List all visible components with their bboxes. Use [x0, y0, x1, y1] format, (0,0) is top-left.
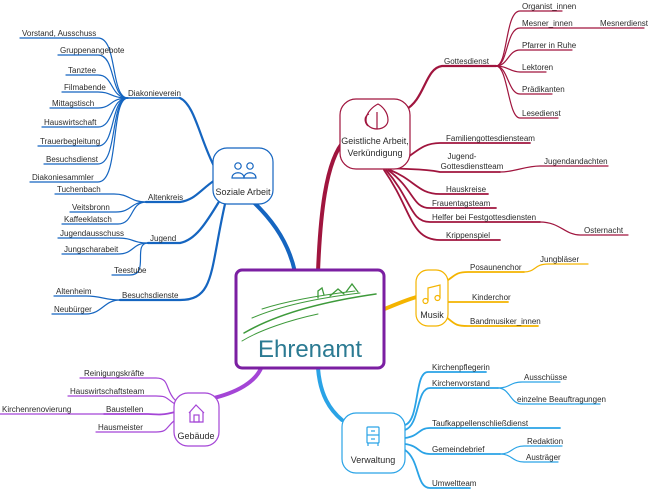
central-title: Ehrenamt	[258, 336, 362, 363]
list-item: Jugendausschuss	[60, 229, 124, 238]
list-item: Neubürger	[54, 305, 92, 314]
verwaltung-label: Verwaltung	[351, 455, 396, 465]
list-item: Ausschüsse	[524, 373, 568, 382]
list-item: Taufkappellenschließdienst	[432, 419, 529, 428]
list-item: Lektoren	[522, 63, 553, 72]
soziale-arbeit-node[interactable]: Soziale Arbeit	[212, 147, 274, 205]
gebaeude-node[interactable]: Gebäude	[173, 392, 220, 447]
gebaeude-label: Gebäude	[177, 431, 214, 441]
list-item: Trauerbegleitung	[40, 137, 100, 146]
list-item: Hauskreise	[446, 185, 487, 194]
list-item: Organist_innen	[522, 2, 576, 11]
church-logo-icon	[241, 282, 377, 342]
list-item: Gottesdienstteam	[441, 162, 504, 171]
list-item: Kinderchor	[472, 293, 511, 302]
gottesdienst-label: Gottesdienst	[444, 57, 490, 66]
list-item: Tuchenbach	[57, 185, 101, 194]
list-item: Teestube	[114, 266, 147, 275]
list-item: Diakoniesammler	[32, 173, 94, 182]
list-item: Besuchsdienst	[46, 155, 99, 164]
verwaltung-labels: Kirchenpflegerin Kirchenvorstand Ausschü…	[432, 363, 606, 488]
geistliche-labels: Gottesdienst Organist_innen Mesner_innen…	[432, 2, 649, 240]
list-item: Kaffeeklatsch	[64, 215, 112, 224]
leaf-icon	[364, 103, 389, 130]
list-item: Umweltteam	[432, 479, 477, 488]
list-item: Mittagstisch	[52, 99, 94, 108]
list-item: Jugendandachten	[544, 157, 608, 166]
jugend-label: Jugend	[150, 234, 176, 243]
list-item: Frauentagsteam	[432, 199, 491, 208]
cabinet-icon	[366, 426, 380, 446]
list-item: Hausmeister	[98, 423, 143, 432]
list-item: Jungbläser	[540, 255, 579, 264]
list-item: Gemeindebrief	[432, 445, 485, 454]
list-item: einzelne Beauftragungen	[517, 395, 606, 404]
list-item: Filmabende	[64, 83, 106, 92]
list-item: Hauswirtschaft	[44, 118, 97, 127]
list-item: Jugend-	[448, 152, 477, 161]
list-item: Kirchenvorstand	[432, 379, 490, 388]
geistliche-arbeit-label-2: Verkündigung	[347, 148, 402, 158]
altenkreis-label: Altenkreis	[148, 193, 183, 202]
list-item: Prädikanten	[522, 85, 565, 94]
list-item: Posaunenchor	[470, 263, 522, 272]
verwaltung-node[interactable]: Verwaltung	[341, 412, 406, 474]
branch-soziale-arbeit	[19, 37, 297, 315]
list-item: Osternacht	[584, 226, 624, 235]
list-item: Redaktion	[527, 437, 563, 446]
list-item: Pfarrer in Ruhe	[522, 41, 577, 50]
soziale-arbeit-label: Soziale Arbeit	[215, 187, 271, 197]
list-item: Austräger	[526, 453, 561, 462]
besuchsdienste-label: Besuchsdienste	[122, 291, 179, 300]
soziale-labels: Diakonieverein Vorstand, Ausschuss Grupp…	[22, 29, 183, 314]
list-item: Veitsbronn	[72, 203, 110, 212]
gebaeude-labels: Reinigungskräfte Hauswirtschaftsteam Bau…	[2, 369, 145, 432]
geistliche-arbeit-label-1: Geistliche Arbeit,	[341, 136, 409, 146]
list-item: Altenheim	[56, 287, 92, 296]
list-item: Krippenspiel	[446, 231, 490, 240]
musik-label: Musik	[420, 310, 444, 320]
central-node[interactable]: Ehrenamt	[234, 268, 386, 370]
list-item: Mesner_innen	[522, 19, 573, 28]
list-item: Jungscharabeit	[64, 245, 119, 254]
list-item: Vorstand, Ausschuss	[22, 29, 96, 38]
list-item: Hauswirtschaftsteam	[70, 387, 145, 396]
diakonieverein-label: Diakonieverein	[128, 89, 181, 98]
list-item: Reinigungskräfte	[84, 369, 145, 378]
list-item: Kirchenrenovierung	[2, 405, 71, 414]
branch-verwaltung	[316, 366, 601, 489]
list-item: Lesedienst	[522, 109, 561, 118]
list-item: Bandmusiker_innen	[470, 317, 541, 326]
geistliche-arbeit-node[interactable]: Geistliche Arbeit, Verkündigung	[339, 98, 411, 170]
list-item: Familiengottesdiensteam	[446, 134, 535, 143]
musik-node[interactable]: Musik	[415, 269, 449, 327]
list-item: Tanztee	[68, 66, 97, 75]
musik-labels: Posaunenchor Jungbläser Kinderchor Bandm…	[470, 255, 579, 326]
list-item: Helfer bei Festgottesdiensten	[432, 213, 536, 222]
list-item: Kirchenpflegerin	[432, 363, 490, 372]
house-icon	[188, 404, 205, 423]
people-icon	[231, 162, 257, 179]
list-item: Baustellen	[106, 405, 143, 414]
list-item: Gruppenangebote	[60, 46, 125, 55]
list-item: Mesnerdienst	[600, 19, 649, 28]
music-note-icon	[422, 284, 441, 305]
